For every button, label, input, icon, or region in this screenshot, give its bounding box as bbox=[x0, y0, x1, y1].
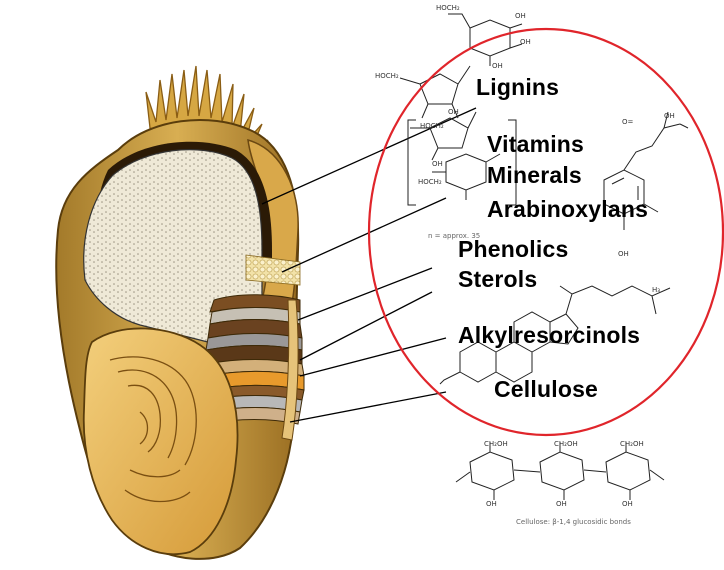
xylose-ring bbox=[446, 154, 486, 190]
sterol-ring-a bbox=[460, 342, 496, 382]
chem-atom-label: O= bbox=[622, 118, 633, 126]
label-vitamins: Vitamins bbox=[487, 133, 584, 156]
label-sterols: Sterols bbox=[458, 268, 537, 291]
chem-atom-label: HOCH₂ bbox=[375, 72, 399, 80]
chem-atom-label: OH bbox=[520, 38, 531, 46]
label-lignins: Lignins bbox=[476, 76, 559, 99]
leader-line-vitamins bbox=[282, 198, 446, 272]
wheat-kernel bbox=[56, 66, 304, 559]
chem-atom-label: HOCH₂ bbox=[420, 122, 444, 130]
chem-atom-label: HOCH₂ bbox=[436, 4, 460, 12]
chem-atom-label: OH bbox=[492, 62, 503, 70]
chem-atom-label: OH bbox=[664, 112, 675, 120]
cellulose-caption: Cellulose: β-1,4 glucosidic bonds bbox=[516, 518, 631, 526]
label-minerals: Minerals bbox=[487, 164, 582, 187]
chem-atom-label: OH bbox=[618, 250, 629, 258]
label-arabinoxylans: Arabinoxylans bbox=[487, 198, 648, 221]
chem-atom-label: CH₂OH bbox=[484, 440, 508, 448]
label-alkylresorcinols: Alkylresorcinols bbox=[458, 324, 640, 347]
furanose-ring-1 bbox=[420, 74, 458, 104]
chem-atom-label: OH bbox=[515, 12, 526, 20]
label-cellulose: Cellulose bbox=[494, 378, 598, 401]
leader-line-sterols bbox=[300, 292, 432, 360]
leader-line-alkylresorcinols bbox=[300, 338, 446, 376]
chem-atom-label: OH bbox=[622, 500, 633, 508]
chem-atom-label: OH bbox=[556, 500, 567, 508]
chem-atom-label: OH bbox=[432, 160, 443, 168]
sugar-ring-top bbox=[470, 20, 510, 56]
leader-line-phenolics bbox=[298, 268, 432, 320]
leader-line-cellulose bbox=[290, 392, 446, 422]
chem-atom-label: CH₂OH bbox=[620, 440, 644, 448]
chem-atom-label: HOCH₂ bbox=[418, 178, 442, 186]
chem-atom-label: OH bbox=[448, 108, 459, 116]
chem-atom-label: CH₂OH bbox=[554, 440, 578, 448]
chem-atom-label: OH bbox=[486, 500, 497, 508]
chem-atom-label: H₃ bbox=[652, 286, 660, 294]
label-phenolics: Phenolics bbox=[458, 238, 568, 261]
cellulose-chain bbox=[456, 442, 664, 500]
